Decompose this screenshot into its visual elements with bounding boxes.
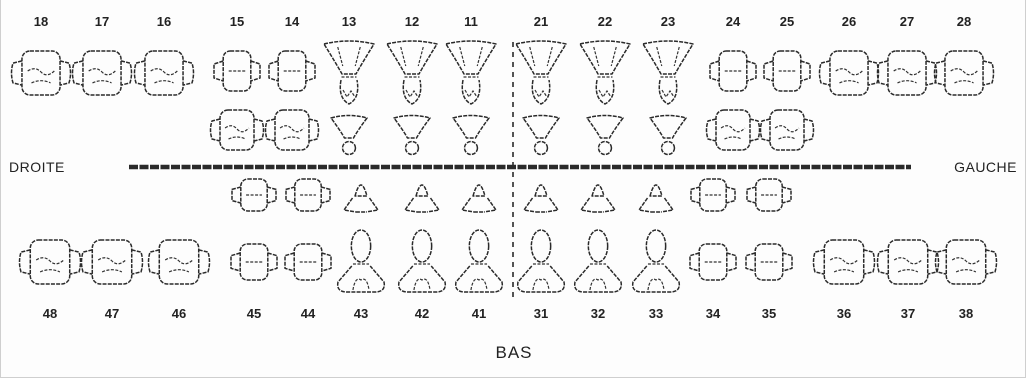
tooth-34 — [689, 178, 737, 281]
tooth-32 — [573, 184, 623, 293]
label-bas: BAS — [495, 343, 532, 362]
tooth-number-15: 15 — [230, 14, 244, 29]
tooth-number-42: 42 — [415, 306, 429, 321]
tooth-number-16: 16 — [157, 14, 171, 29]
tooth-38 — [934, 239, 998, 285]
tooth-13 — [323, 40, 375, 156]
tooth-14 — [264, 50, 320, 151]
tooth-number-41: 41 — [472, 306, 486, 321]
tooth-44 — [284, 178, 332, 281]
tooth-47 — [80, 239, 144, 285]
tooth-number-45: 45 — [247, 306, 261, 321]
tooth-number-32: 32 — [591, 306, 605, 321]
tooth-17 — [71, 50, 133, 96]
tooth-28 — [933, 50, 995, 96]
tooth-36 — [812, 239, 876, 285]
tooth-number-37: 37 — [901, 306, 915, 321]
tooth-33 — [631, 184, 681, 293]
label-droite: DROITE — [9, 159, 65, 175]
tooth-number-25: 25 — [780, 14, 794, 29]
tooth-23 — [642, 40, 694, 156]
tooth-21 — [515, 40, 567, 156]
tooth-11 — [445, 40, 497, 156]
tooth-number-12: 12 — [405, 14, 419, 29]
tooth-number-38: 38 — [959, 306, 973, 321]
tooth-42 — [397, 184, 447, 293]
tooth-27 — [876, 50, 938, 96]
tooth-number-28: 28 — [957, 14, 971, 29]
tooth-number-18: 18 — [34, 14, 48, 29]
tooth-number-13: 13 — [342, 14, 356, 29]
tooth-number-17: 17 — [95, 14, 109, 29]
label-gauche: GAUCHE — [954, 159, 1017, 175]
tooth-number-31: 31 — [534, 306, 548, 321]
tooth-number-35: 35 — [762, 306, 776, 321]
tooth-48 — [18, 239, 82, 285]
tooth-43 — [336, 184, 386, 293]
teeth-group — [10, 40, 998, 293]
tooth-37 — [876, 239, 940, 285]
tooth-number-48: 48 — [43, 306, 57, 321]
tooth-number-46: 46 — [172, 306, 186, 321]
tooth-number-14: 14 — [285, 14, 300, 29]
tooth-46 — [147, 239, 211, 285]
tooth-number-26: 26 — [842, 14, 856, 29]
tooth-16 — [133, 50, 195, 96]
tooth-number-22: 22 — [598, 14, 612, 29]
tooth-26 — [818, 50, 880, 96]
tooth-number-33: 33 — [649, 306, 663, 321]
tooth-25 — [759, 50, 815, 151]
tooth-numbers: 18 17 16 15 14 13 12 11 21 22 23 24 25 26 27 28 48 47 46 45… — [34, 14, 973, 321]
tooth-number-36: 36 — [837, 306, 851, 321]
tooth-number-43: 43 — [354, 306, 368, 321]
tooth-number-34: 34 — [706, 306, 721, 321]
tooth-number-44: 44 — [301, 306, 316, 321]
tooth-31 — [516, 184, 566, 293]
tooth-35 — [745, 178, 793, 281]
tooth-41 — [454, 184, 504, 293]
tooth-15 — [209, 50, 265, 151]
tooth-45 — [230, 178, 278, 281]
tooth-22 — [579, 40, 631, 156]
tooth-12 — [386, 40, 438, 156]
tooth-number-23: 23 — [661, 14, 675, 29]
tooth-number-47: 47 — [105, 306, 119, 321]
tooth-number-21: 21 — [534, 14, 548, 29]
tooth-number-27: 27 — [900, 14, 914, 29]
tooth-24 — [705, 50, 761, 151]
tooth-number-11: 11 — [464, 14, 478, 29]
tooth-18 — [10, 50, 72, 96]
tooth-number-24: 24 — [726, 14, 741, 29]
